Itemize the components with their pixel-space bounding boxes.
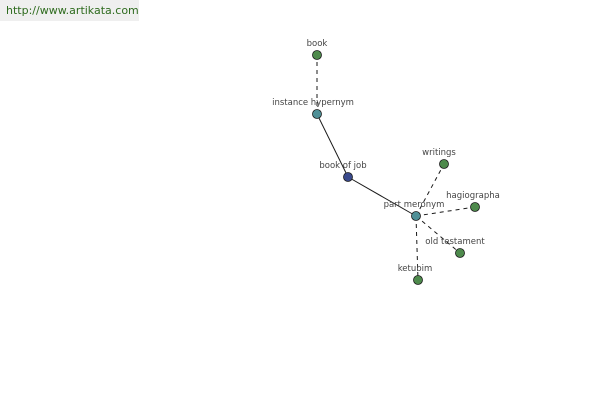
- graph-edges: [316, 55, 476, 281]
- node-writings[interactable]: writings: [422, 148, 456, 169]
- node-instance-hypernym[interactable]: instance hypernym: [272, 98, 354, 119]
- node-dot-old-testament[interactable]: [455, 248, 465, 258]
- edge-book-of-job-to-part-meronym: [347, 176, 417, 217]
- node-book-of-job[interactable]: book of job: [319, 161, 367, 182]
- node-label-instance-hypernym: instance hypernym: [272, 98, 354, 108]
- edge-part-meronym-to-old-testament: [415, 215, 461, 254]
- node-dot-hagiographa[interactable]: [470, 202, 480, 212]
- node-dot-book[interactable]: [312, 50, 322, 60]
- node-label-book-of-job: book of job: [319, 161, 366, 171]
- node-dot-ketubim[interactable]: [413, 275, 423, 285]
- node-label-writings: writings: [422, 148, 456, 158]
- node-book[interactable]: book: [307, 39, 328, 60]
- node-part-meronym[interactable]: part meronym: [384, 200, 445, 221]
- edge-part-meronym-to-ketubim: [415, 215, 419, 281]
- edge-book-of-job-to-instance-hypernym: [316, 113, 349, 178]
- node-label-part-meronym: part meronym: [384, 200, 445, 210]
- source-banner: http://www.artikata.com: [0, 0, 139, 21]
- node-dot-part-meronym[interactable]: [411, 211, 421, 221]
- node-hagiographa[interactable]: hagiographa: [446, 191, 500, 212]
- edge-part-meronym-to-writings: [415, 163, 445, 217]
- node-ketubim[interactable]: ketubim: [398, 264, 433, 285]
- node-dot-book-of-job[interactable]: [343, 172, 353, 182]
- node-dot-instance-hypernym[interactable]: [312, 109, 322, 119]
- source-link[interactable]: http://www.artikata.com: [6, 4, 139, 17]
- node-old-testament[interactable]: old testament: [425, 237, 485, 258]
- node-label-old-testament: old testament: [425, 237, 485, 247]
- node-dot-writings[interactable]: [439, 159, 449, 169]
- node-label-ketubim: ketubim: [398, 264, 433, 274]
- edge-part-meronym-to-hagiographa: [415, 206, 476, 217]
- graph-nodes: book instance hypernym book of job part mer…: [272, 39, 500, 285]
- node-label-book: book: [307, 39, 328, 49]
- node-label-hagiographa: hagiographa: [446, 191, 500, 201]
